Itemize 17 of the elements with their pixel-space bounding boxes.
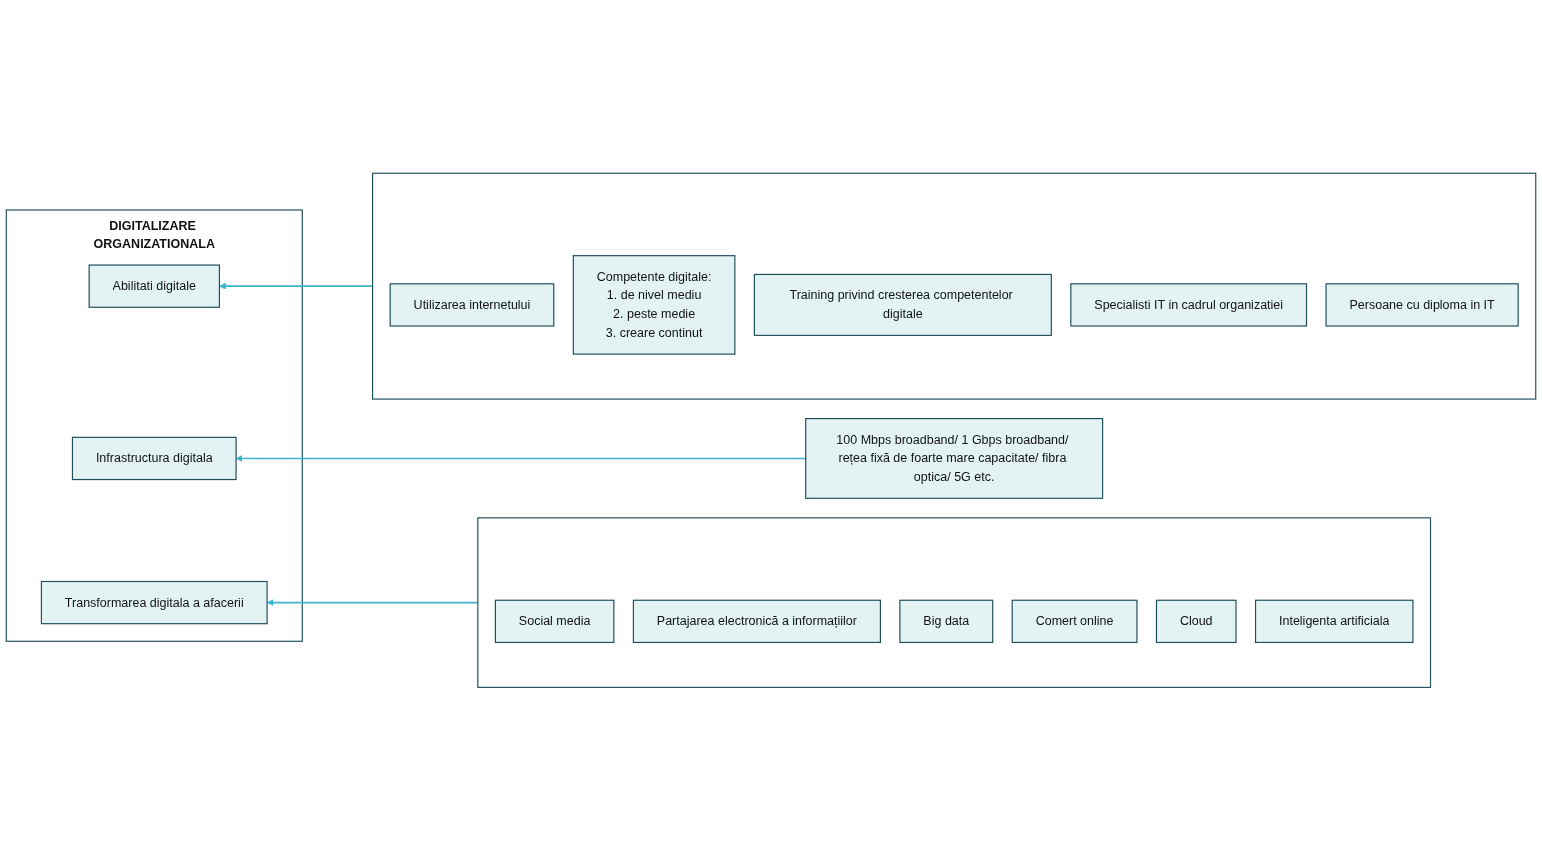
node-box: Abilitati digitale xyxy=(88,264,220,308)
node-box: Utilizarea internetului xyxy=(389,282,555,327)
node-box: 100 Mbps broadband/ 1 Gbps broadband/ rețea fixă de foarte mare capacitate/ fibra optica/ 5G etc. xyxy=(805,417,1104,499)
node-box: Specialisti IT in cadrul organizatiei xyxy=(1070,282,1308,327)
node-box: Persoane cu diploma in IT xyxy=(1325,282,1519,327)
node-box: Transformarea digitala a afacerii xyxy=(40,580,268,624)
node-box: Partajarea electronică a informațiilor xyxy=(632,599,881,643)
node-box: Big data xyxy=(899,599,994,643)
cluster xyxy=(477,516,1432,688)
node-box: Social media xyxy=(494,599,615,643)
node-box: Competente digitale: 1. de nivel mediu 2. peste medie 3. creare continut xyxy=(572,254,736,355)
node-box: Inteligenta artificiala xyxy=(1254,599,1414,643)
node-box: Comert online xyxy=(1011,599,1138,643)
node-box: Infrastructura digitala xyxy=(71,436,237,480)
cluster xyxy=(372,172,1537,400)
node-box: Training privind cresterea competentelor digitale xyxy=(753,273,1052,336)
node-box: Cloud xyxy=(1155,599,1237,643)
